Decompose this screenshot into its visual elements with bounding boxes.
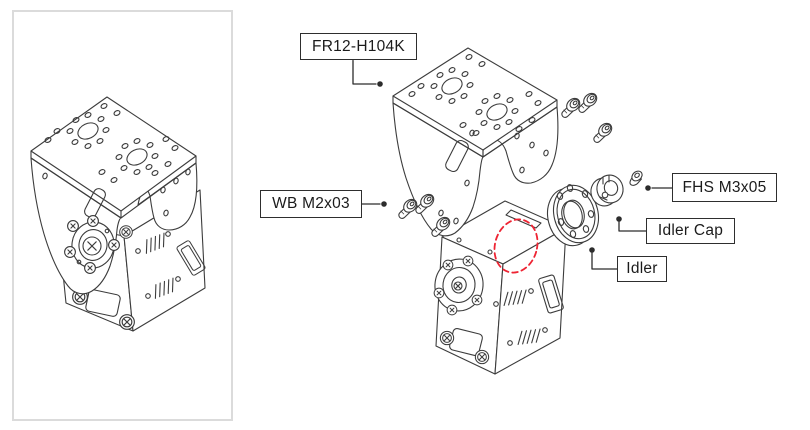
leader-dot-fhs [645,185,651,191]
label-idler: Idler [617,256,667,282]
label-fhs-m3x05: FHS M3x05 [672,173,777,202]
leader-dot-idler-cap [616,216,622,222]
highlight-ellipse [493,218,539,274]
idler-drawing [546,184,600,247]
assembled-view-drawing [30,96,207,332]
leader-line-idler [591,252,618,270]
label-wb-m2x03: WB M2x03 [260,190,362,218]
idler-cap-drawing [590,174,624,207]
servo-drawing [433,200,567,375]
exploded-view-drawing [392,47,643,375]
leader-line-idler-cap [618,221,647,232]
leader-dot-idler [589,247,595,253]
leader-line-fr12 [352,59,377,85]
leader-lines [352,59,673,270]
leader-dot-wb [381,201,387,207]
servo-horn-drawing [433,255,484,316]
fhs-bolt-drawing [629,170,643,186]
label-fr12-h104k: FR12-H104K [300,33,417,60]
bracket-drawing [392,47,559,237]
leader-dot-fr12 [377,81,383,87]
assembled-horn-drawing [64,215,133,274]
label-idler-cap: Idler Cap [646,218,735,244]
